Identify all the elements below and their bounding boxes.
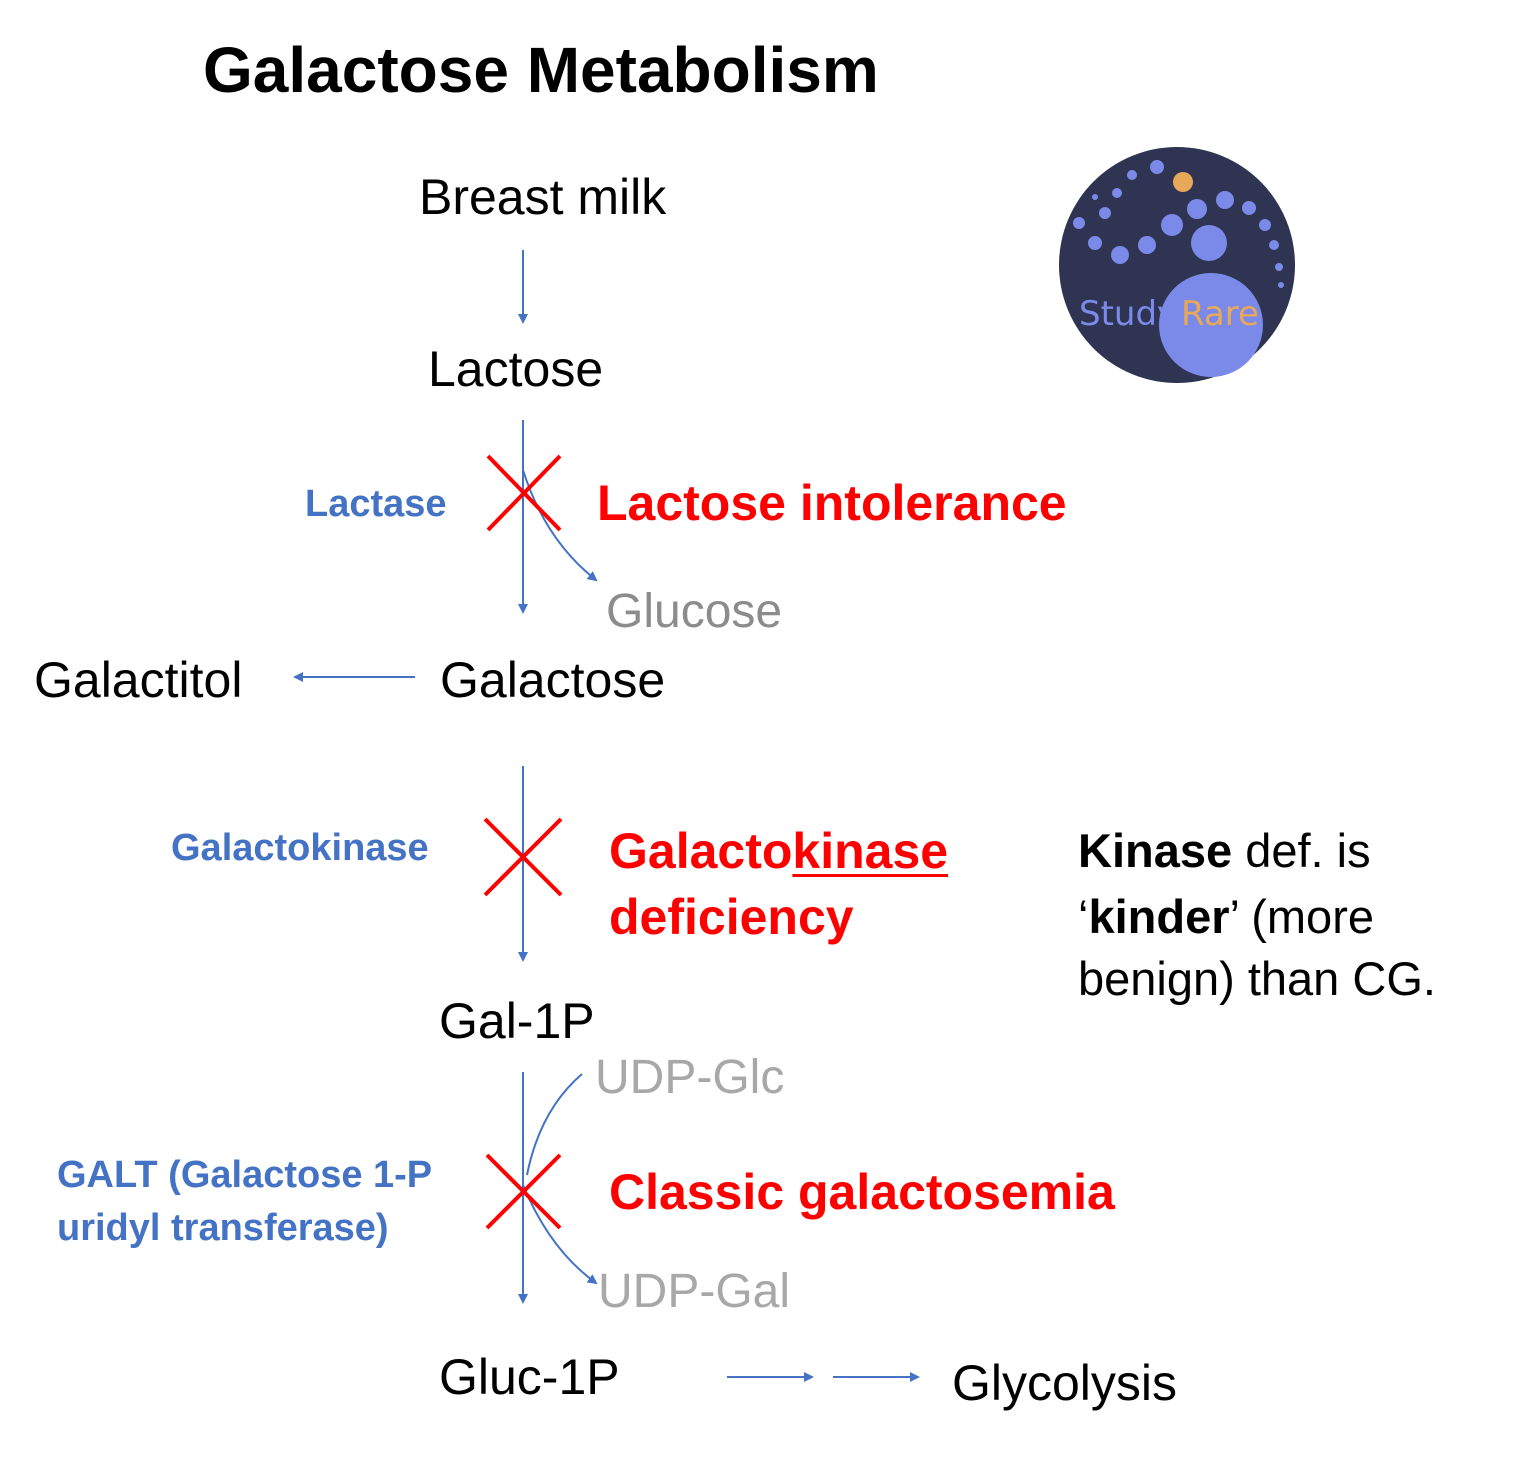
disease-galactokinase-underlined: kinase xyxy=(792,823,949,879)
note-line2-rest: ’ (more xyxy=(1229,890,1375,943)
disease-galactokinase-deficiency-line2: deficiency xyxy=(609,889,854,945)
studyrare-logo: Study Rare xyxy=(1059,147,1295,383)
arrow-to-glucose xyxy=(522,469,598,582)
enzyme-galt-line2: uridyl transferase) xyxy=(57,1207,389,1249)
disease-lactose-intolerance: Lactose intolerance xyxy=(597,475,1067,531)
enzyme-galactokinase: Galactokinase xyxy=(171,827,429,869)
metabolite-lactose: Lactose xyxy=(428,341,604,397)
block-x-galt xyxy=(485,1153,562,1230)
note-line1-rest: def. is xyxy=(1232,824,1371,877)
disease-galactokinase-deficiency-line1: Galactokinase xyxy=(609,826,948,876)
disease-classic-galactosemia: Classic galactosemia xyxy=(609,1164,1115,1220)
logo-text-rare: Rare xyxy=(1181,294,1259,334)
metabolite-glycolysis: Glycolysis xyxy=(952,1355,1178,1411)
logo-text-study: Study xyxy=(1079,294,1177,334)
arrow-udp-glc-in xyxy=(526,1073,583,1176)
metabolite-gal-1p: Gal-1P xyxy=(439,993,595,1049)
enzyme-galt-line1: GALT (Galactose 1-P xyxy=(57,1154,433,1196)
note-line2: ‘kinder’ (more xyxy=(1078,893,1374,940)
note-line1: Kinase def. is xyxy=(1078,827,1371,874)
enzyme-lactase: Lactase xyxy=(305,483,447,525)
side-product-udp-gal: UDP-Gal xyxy=(598,1265,791,1318)
note-kinase-bold: Kinase xyxy=(1078,824,1233,877)
note-kinder-bold: kinder xyxy=(1088,890,1230,943)
block-x-galactokinase xyxy=(483,817,563,897)
metabolite-galactose: Galactose xyxy=(440,652,666,708)
note-open-quote: ‘ xyxy=(1078,890,1089,943)
note-line3: benign) than CG. xyxy=(1078,952,1436,1005)
metabolite-galactitol: Galactitol xyxy=(34,652,243,708)
block-x-lactase xyxy=(486,454,562,532)
metabolite-gluc-1p: Gluc-1P xyxy=(439,1349,620,1405)
side-product-udp-glc: UDP-Glc xyxy=(595,1051,785,1104)
page-title: Galactose Metabolism xyxy=(203,34,879,106)
side-product-glucose: Glucose xyxy=(606,585,783,638)
disease-galactokinase-prefix: Galacto xyxy=(609,823,793,879)
metabolite-breast-milk: Breast milk xyxy=(419,169,667,225)
